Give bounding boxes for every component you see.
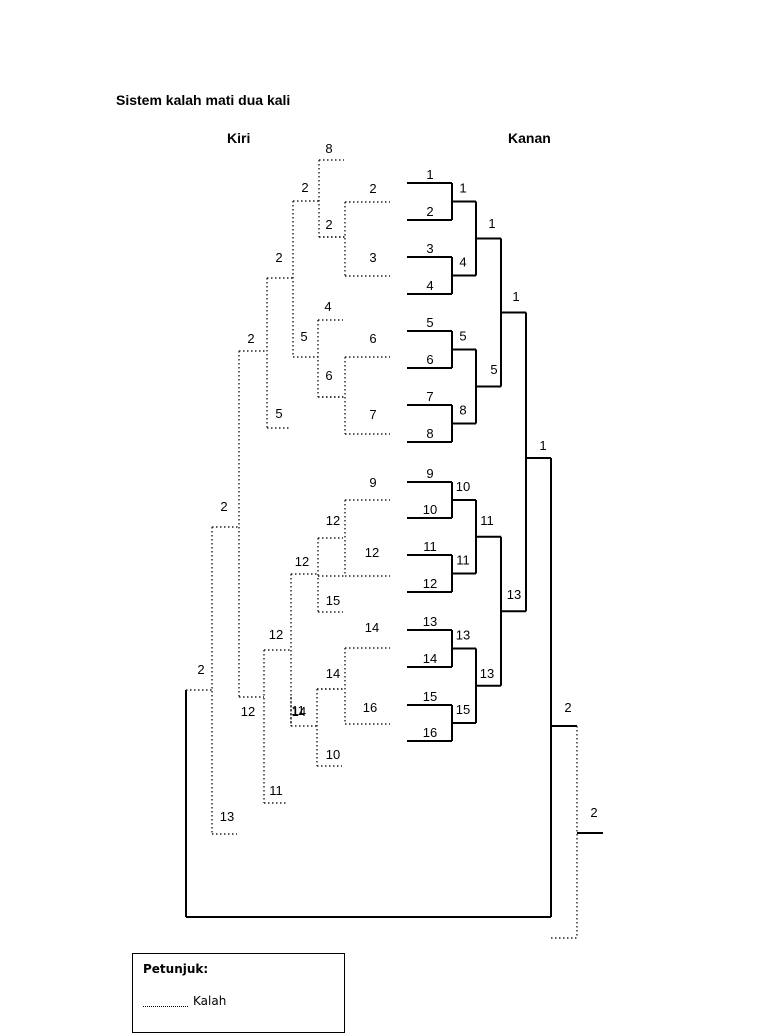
bracket-number: 14 xyxy=(292,704,306,719)
bracket-number: 12 xyxy=(326,513,340,528)
bracket-number: 12 xyxy=(365,545,379,560)
bracket-number: 1 xyxy=(426,167,433,182)
bracket-number: 7 xyxy=(426,389,433,404)
left-bracket-label: Kiri xyxy=(227,130,251,146)
bracket-number: 1 xyxy=(488,216,495,231)
legend-dotted-line xyxy=(143,1006,188,1007)
bracket-number: 14 xyxy=(423,651,437,666)
bracket-number: 13 xyxy=(480,666,494,681)
bracket-number: 11 xyxy=(480,513,494,528)
bracket-number: 13 xyxy=(220,809,234,824)
bracket-number: 1 xyxy=(539,438,546,453)
bracket-number: 15 xyxy=(423,689,437,704)
bracket-number: 11 xyxy=(456,553,470,568)
bracket-number: 16 xyxy=(423,725,437,740)
bracket-number: 14 xyxy=(365,620,379,635)
bracket-number: 12 xyxy=(295,554,309,569)
bracket-number: 10 xyxy=(456,479,470,494)
bracket-number: 15 xyxy=(456,702,470,717)
bracket-number: 2 xyxy=(275,250,282,265)
bracket-number: 3 xyxy=(426,241,433,256)
bracket-number: 2 xyxy=(426,204,433,219)
bracket-number: 8 xyxy=(426,426,433,441)
bracket-number: 12 xyxy=(241,704,255,719)
bracket-number: 5 xyxy=(459,329,466,344)
bracket-number: 1 xyxy=(512,289,519,304)
bracket-number: 11 xyxy=(269,783,283,798)
legend-box: Petunjuk: Kalah xyxy=(132,953,345,1033)
bracket-number: 9 xyxy=(426,466,433,481)
bracket-number: 2 xyxy=(590,805,597,820)
bracket-number: 2 xyxy=(369,181,376,196)
bracket-number: 7 xyxy=(369,407,376,422)
right-bracket-label: Kanan xyxy=(508,130,551,146)
bracket-number: 13 xyxy=(423,614,437,629)
bracket-number: 2 xyxy=(197,662,204,677)
bracket-number: 10 xyxy=(326,747,340,762)
bracket-number: 4 xyxy=(459,255,466,270)
bracket-number: 12 xyxy=(269,627,283,642)
bracket-number: 5 xyxy=(275,406,282,421)
bracket-number: 2 xyxy=(564,700,571,715)
bracket-number: 1 xyxy=(459,181,466,196)
bracket-number: 9 xyxy=(369,475,376,490)
bracket-number: 2 xyxy=(325,217,332,232)
legend-label-kalah: Kalah xyxy=(193,994,227,1008)
bracket-number: 2 xyxy=(220,499,227,514)
bracket-number: 6 xyxy=(325,368,332,383)
bracket-number: 10 xyxy=(423,502,437,517)
bracket-number: 8 xyxy=(325,141,332,156)
bracket-number: 8 xyxy=(459,403,466,418)
bracket-number: 2 xyxy=(301,180,308,195)
legend-title: Petunjuk: xyxy=(143,962,209,976)
page-title: Sistem kalah mati dua kali xyxy=(116,92,291,108)
bracket-number: 11 xyxy=(291,703,305,718)
bracket-number: 16 xyxy=(363,700,377,715)
bracket-number: 5 xyxy=(426,315,433,330)
bracket-number: 15 xyxy=(326,593,340,608)
bracket-number: 3 xyxy=(369,250,376,265)
bracket-number: 13 xyxy=(507,587,521,602)
bracket-number: 14 xyxy=(326,666,340,681)
bracket-number: 2 xyxy=(247,331,254,346)
bracket-number: 12 xyxy=(423,576,437,591)
bracket-number: 5 xyxy=(490,362,497,377)
bracket-number: 11 xyxy=(423,539,437,554)
bracket-number: 13 xyxy=(456,628,470,643)
bracket-number: 6 xyxy=(426,352,433,367)
bracket-number: 4 xyxy=(426,278,433,293)
bracket-number: 5 xyxy=(300,329,307,344)
bracket-number: 4 xyxy=(324,299,331,314)
bracket-number: 6 xyxy=(369,331,376,346)
